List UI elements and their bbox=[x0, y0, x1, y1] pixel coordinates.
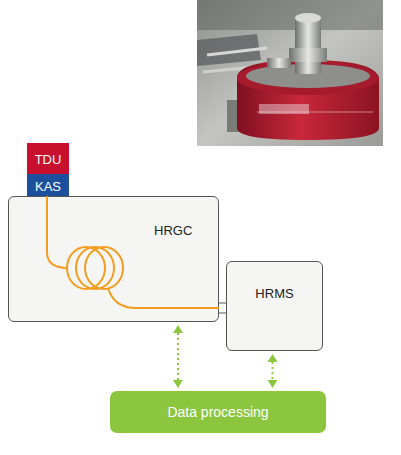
connector bbox=[219, 303, 226, 313]
node-label: HRMS bbox=[255, 287, 293, 302]
kas-box: KAS bbox=[27, 174, 69, 198]
node-label: Data processing bbox=[167, 404, 268, 420]
label-holder: KAS bbox=[27, 177, 69, 195]
node-label: KAS bbox=[35, 180, 61, 195]
label-holder: Data processing bbox=[110, 403, 326, 421]
ms-box: HRMS bbox=[226, 261, 323, 351]
instrument-photo bbox=[197, 0, 383, 146]
tdu-box: TDU bbox=[27, 143, 69, 174]
gc-box: HRGC bbox=[8, 196, 219, 322]
label-holder: HRGC bbox=[154, 221, 192, 239]
label-holder: HRMS bbox=[227, 284, 322, 302]
connector bbox=[173, 325, 183, 388]
node-label: TDU bbox=[35, 153, 62, 168]
data-processing-box: Data processing bbox=[110, 391, 326, 433]
connector bbox=[268, 354, 278, 388]
label-holder: TDU bbox=[27, 150, 69, 168]
column-coil bbox=[8, 196, 219, 322]
node-label: HRGC bbox=[154, 224, 192, 239]
